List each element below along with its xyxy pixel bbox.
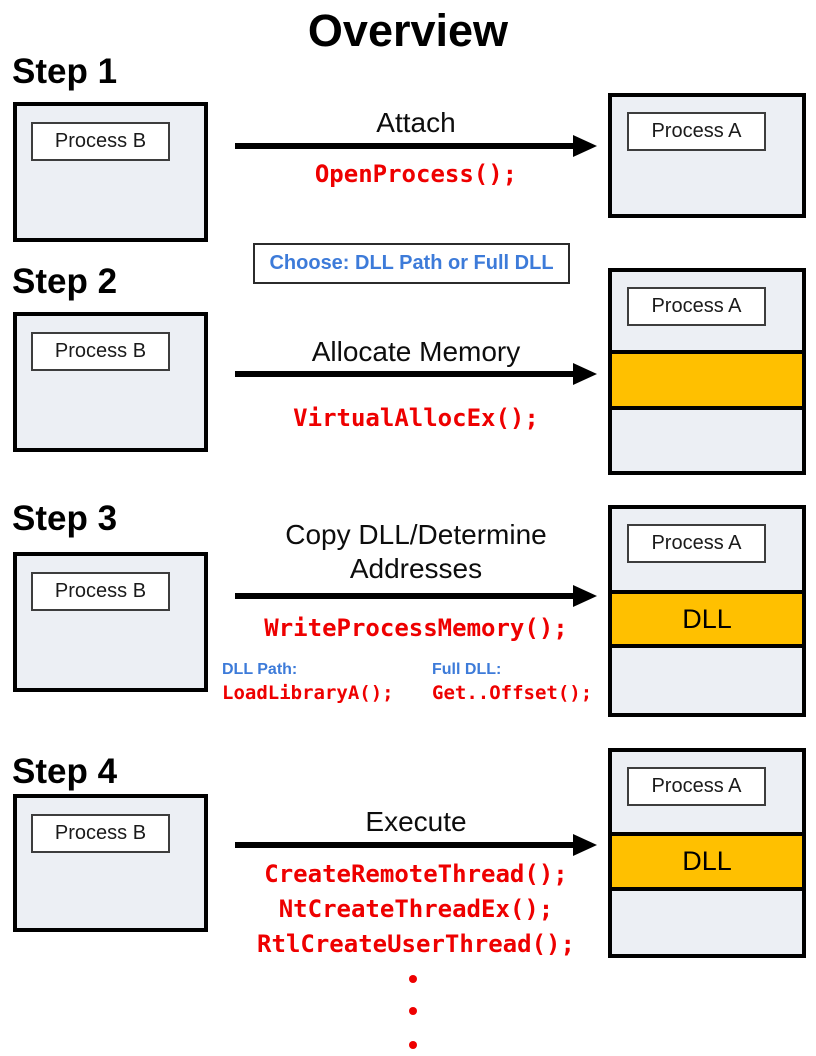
memory-segment-allocated bbox=[612, 350, 802, 410]
memory-segment-top: Process A bbox=[612, 272, 802, 350]
step-3-action-line-2: Addresses bbox=[349, 553, 483, 584]
step-4-api-calls: CreateRemoteThread(); NtCreateThreadEx()… bbox=[235, 857, 597, 962]
dll-path-option-api: LoadLibraryA(); bbox=[222, 682, 394, 704]
arrow-head-icon bbox=[573, 363, 597, 385]
process-b-label: Process B bbox=[31, 814, 170, 853]
step-1-action-label: Attach bbox=[376, 107, 456, 138]
memory-segment-empty bbox=[612, 891, 802, 954]
memory-segment-top: Process A bbox=[612, 752, 802, 832]
step-1-target-process-box: Process A bbox=[608, 93, 806, 218]
page-title: Overview bbox=[307, 5, 509, 56]
step-4-api-call-2: NtCreateThreadEx(); bbox=[278, 895, 554, 923]
arrow-shaft bbox=[235, 842, 574, 848]
step-4-arrow bbox=[235, 834, 597, 856]
full-dll-option-api: Get..Offset(); bbox=[432, 682, 593, 704]
step-4-source-process-box: Process B bbox=[13, 794, 208, 932]
step-2-api-call: VirtualAllocEx(); bbox=[293, 404, 539, 432]
process-a-label: Process A bbox=[627, 767, 766, 806]
memory-segment-dll: DLL bbox=[612, 832, 802, 891]
ellipsis-dot bbox=[409, 975, 417, 983]
step-3-label: Step 3 bbox=[12, 499, 118, 538]
arrow-head-icon bbox=[573, 135, 597, 157]
step-2-action-label: Allocate Memory bbox=[311, 336, 521, 367]
memory-segment-dll: DLL bbox=[612, 590, 802, 648]
arrow-shaft bbox=[235, 143, 574, 149]
process-a-label: Process A bbox=[627, 524, 766, 563]
process-a-label: Process A bbox=[627, 112, 766, 151]
step-4-api-call-3: RtlCreateUserThread(); bbox=[257, 930, 575, 958]
step-3-source-process-box: Process B bbox=[13, 552, 208, 692]
full-dll-option-label: Full DLL: bbox=[432, 661, 502, 678]
step-2-label: Step 2 bbox=[12, 262, 118, 301]
step-1-arrow bbox=[235, 135, 597, 157]
process-a-label: Process A bbox=[627, 287, 766, 326]
step-3-action-line-1: Copy DLL/Determine bbox=[285, 519, 547, 550]
step-2-source-process-box: Process B bbox=[13, 312, 208, 452]
step-2-target-process-box: Process A bbox=[608, 268, 806, 475]
process-b-label: Process B bbox=[31, 332, 170, 371]
step-1-label: Step 1 bbox=[12, 52, 118, 91]
step-4-target-process-box: Process A DLL bbox=[608, 748, 806, 958]
step-3-arrow bbox=[235, 585, 597, 607]
step-4-action-label: Execute bbox=[365, 806, 467, 837]
choose-note-box: Choose: DLL Path or Full DLL bbox=[253, 243, 570, 284]
memory-segment-top: Process A bbox=[612, 509, 802, 590]
arrow-head-icon bbox=[573, 834, 597, 856]
arrow-shaft bbox=[235, 593, 574, 599]
ellipsis-dot bbox=[409, 1041, 417, 1049]
step-3-action-label: Copy DLL/Determine Addresses bbox=[235, 518, 597, 586]
step-1-api-call: OpenProcess(); bbox=[314, 160, 518, 188]
step-1-source-process-box: Process B bbox=[13, 102, 208, 242]
full-dll-option: Full DLL: Get..Offset(); bbox=[432, 661, 592, 704]
arrow-head-icon bbox=[573, 585, 597, 607]
memory-segment-empty bbox=[612, 410, 802, 471]
arrow-shaft bbox=[235, 371, 574, 377]
memory-segment-empty bbox=[612, 648, 802, 713]
step-3-api-call: WriteProcessMemory(); bbox=[264, 614, 568, 642]
step-3-target-process-box: Process A DLL bbox=[608, 505, 806, 717]
dll-path-option-label: DLL Path: bbox=[222, 661, 298, 678]
step-2-arrow bbox=[235, 363, 597, 385]
process-b-label: Process B bbox=[31, 122, 170, 161]
dll-path-option: DLL Path: LoadLibraryA(); bbox=[222, 661, 394, 704]
step-4-api-call-1: CreateRemoteThread(); bbox=[264, 860, 568, 888]
process-b-label: Process B bbox=[31, 572, 170, 611]
ellipsis-dot bbox=[409, 1007, 417, 1015]
step-4-label: Step 4 bbox=[12, 752, 118, 791]
